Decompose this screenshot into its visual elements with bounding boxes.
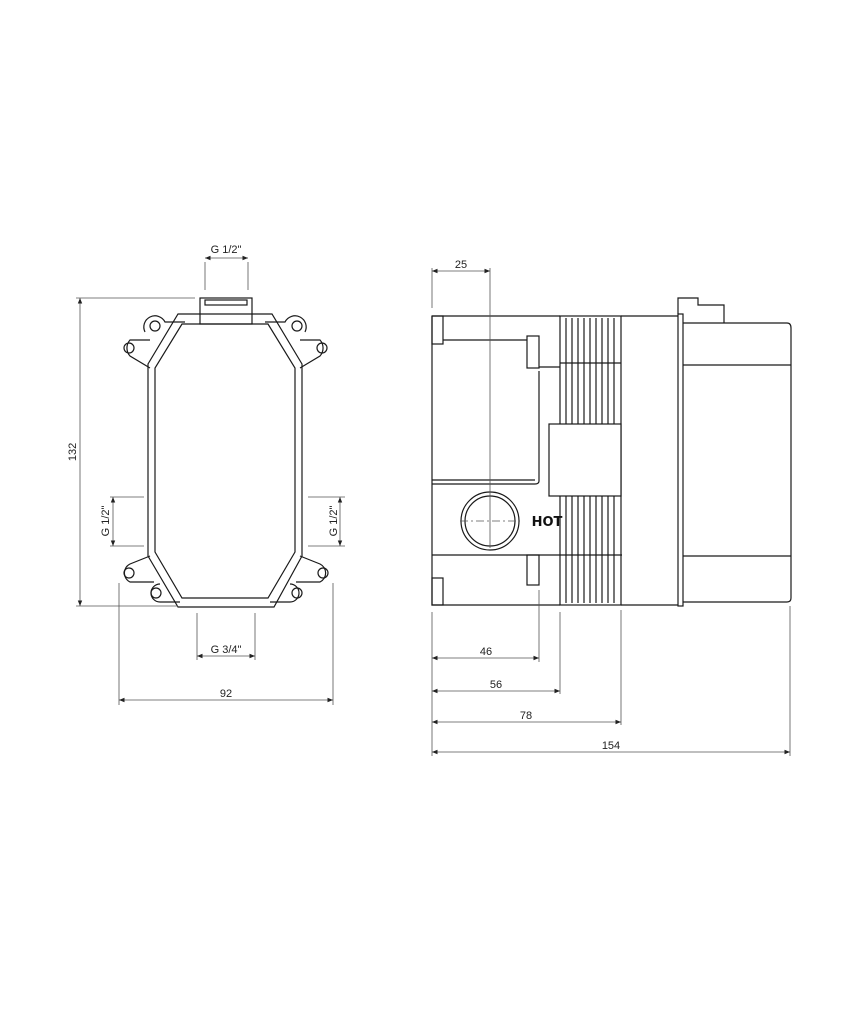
height-label: 132 — [67, 443, 79, 461]
top-outlet-label: G 1/2" — [211, 244, 242, 256]
mounting-ears — [123, 315, 329, 603]
depth-154-label: 154 — [602, 740, 620, 752]
front-view: G 1/2" 132 G 1/2" G 1/2" G 3/4" 92 — [67, 244, 345, 705]
right-inlet-label: G 1/2" — [328, 506, 340, 537]
depth-46-label: 46 — [480, 646, 492, 658]
hot-marking: HOT — [532, 515, 563, 530]
left-inlet-label: G 1/2" — [100, 506, 112, 537]
center-offset-label: 25 — [455, 259, 467, 271]
body-outline — [147, 313, 303, 608]
depth-56-label: 56 — [490, 679, 502, 691]
top-outlet — [199, 297, 253, 325]
side-view: HOT 25 46 56 78 154 — [431, 259, 792, 756]
threaded-section — [548, 315, 622, 606]
bottom-outlet-label: G 3/4" — [211, 644, 242, 656]
width-label: 92 — [220, 688, 232, 700]
depth-78-label: 78 — [520, 710, 532, 722]
